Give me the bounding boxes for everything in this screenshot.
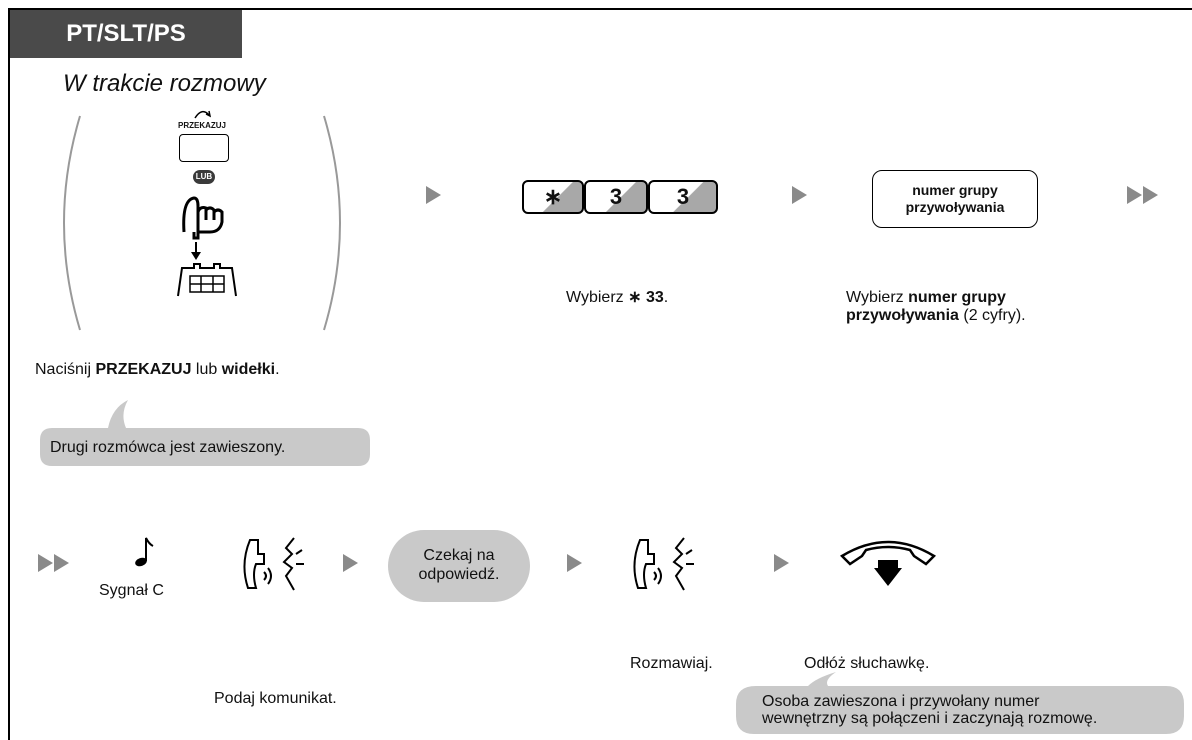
- handset-talk-icon: [243, 537, 304, 591]
- step2-caption: Wybierz ∗ 33.: [566, 287, 668, 307]
- double-arrow-icon: [1127, 186, 1142, 204]
- frame-top-border: [8, 8, 1192, 10]
- step3-caption-prefix: Wybierz: [846, 289, 909, 306]
- transfer-button-label: PRZEKAZUJ: [177, 121, 226, 130]
- transfer-button[interactable]: [179, 134, 229, 162]
- step3-caption-bold2: przywoływania: [846, 307, 959, 324]
- step1-caption-bold2: widełki: [221, 361, 276, 378]
- subtitle: W trakcie rozmowy: [63, 70, 266, 97]
- play-arrow-icon: [343, 554, 358, 572]
- wait-line2: odpowiedź.: [418, 566, 500, 583]
- final-note-bubble-shape: [736, 672, 1184, 734]
- step3-caption-bold1: numer grupy: [908, 289, 1006, 306]
- step1-caption: Naciśnij PRZEKAZUJ lub widełki.: [35, 361, 280, 379]
- right-parenthesis: [323, 115, 341, 331]
- double-arrow-icon-second: [1143, 186, 1158, 204]
- step1-caption-mid: lub: [191, 361, 222, 378]
- hook-switch-icon: [177, 263, 237, 297]
- star-key[interactable]: ∗: [522, 180, 584, 214]
- or-badge: LUB: [193, 170, 215, 184]
- hold-note-bubble-shape: [40, 400, 370, 466]
- step2-caption-star: ∗: [628, 289, 642, 306]
- step1-caption-suffix: .: [275, 361, 280, 378]
- handset-talk-icon: [633, 537, 694, 591]
- hold-note: Drugi rozmówca jest zawieszony.: [50, 439, 286, 456]
- transfer-arrow-icon: [194, 110, 212, 119]
- group-number-box[interactable]: numer grupy przywoływania: [872, 170, 1038, 228]
- double-arrow-icon-second: [54, 554, 69, 572]
- hand-press-icon: [182, 196, 224, 260]
- announce-caption: Podaj komunikat.: [214, 690, 337, 707]
- play-arrow-icon: [567, 554, 582, 572]
- digit-key-3b[interactable]: 3: [648, 180, 718, 214]
- digit-key-3a[interactable]: 3: [584, 180, 648, 214]
- step2-caption-bold: 33: [641, 289, 664, 306]
- step1-illustration: [63, 115, 341, 331]
- talk-caption: Rozmawiaj.: [630, 655, 713, 672]
- final-note-line1: Osoba zawieszona i przywołany numer: [762, 693, 1040, 710]
- step3-caption-suffix: (2 cyfry).: [958, 307, 1026, 324]
- wait-bubble: Czekaj na odpowiedź.: [388, 530, 530, 602]
- frame-left-border: [8, 8, 10, 740]
- group-number-line1: numer grupy: [912, 182, 998, 198]
- left-parenthesis: [63, 115, 81, 331]
- hang-up-icon: [839, 540, 937, 586]
- final-note-line2: wewnętrzny są połączeni i zaczynają rozm…: [762, 710, 1098, 727]
- play-arrow-icon: [792, 186, 807, 204]
- double-arrow-icon: [38, 554, 53, 572]
- step1-caption-bold1: PRZEKAZUJ: [95, 361, 192, 378]
- wait-line1: Czekaj na: [423, 547, 495, 564]
- mode-header: PT/SLT/PS: [10, 10, 242, 58]
- step1-caption-prefix: Naciśnij: [35, 361, 96, 378]
- group-number-line2: przywoływania: [905, 199, 1005, 215]
- step2-caption-suffix: .: [663, 289, 669, 306]
- final-note: Osoba zawieszona i przywołany numer wewn…: [762, 693, 1097, 727]
- play-arrow-icon: [426, 186, 441, 204]
- play-arrow-icon: [774, 554, 789, 572]
- step2-caption-prefix: Wybierz: [566, 289, 629, 306]
- tone-label: Sygnał C: [99, 582, 164, 599]
- hangup-caption: Odłóż słuchawkę.: [804, 655, 930, 672]
- music-note-icon: [135, 537, 154, 567]
- step3-caption: Wybierz numer grupy przywoływania (2 cyf…: [846, 289, 1026, 325]
